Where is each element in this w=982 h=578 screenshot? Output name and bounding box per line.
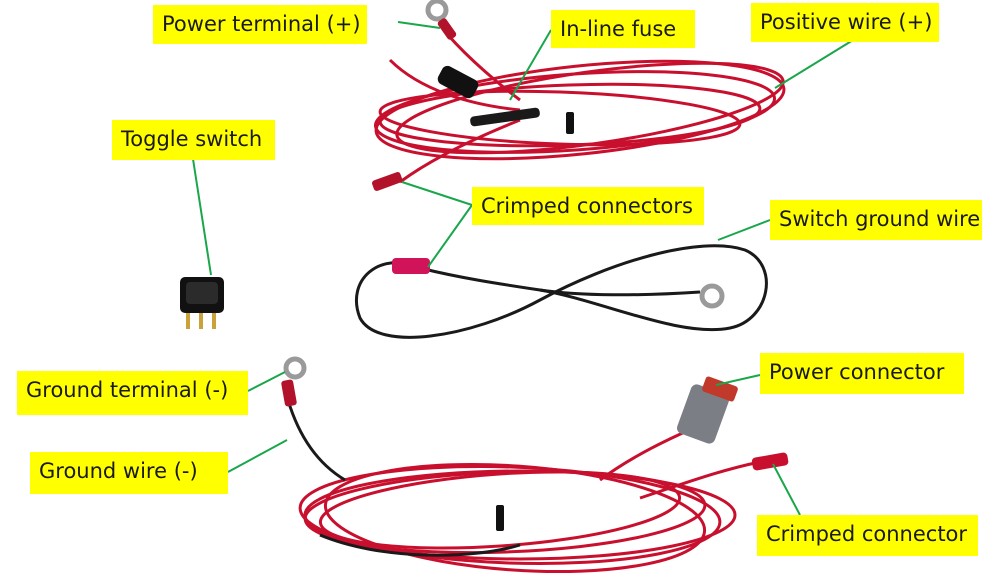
leader-switch-ground-wire (717, 219, 771, 241)
bottom-crimped-connector (751, 452, 789, 471)
ground-ring-terminal (281, 356, 307, 407)
label-crimped-connectors: Crimped connectors (472, 187, 704, 225)
top-crimped-connector (372, 172, 403, 191)
inline-fuse-holder (437, 65, 540, 127)
label-toggle-switch: Toggle switch (112, 120, 275, 160)
leader-ground-terminal (247, 371, 286, 392)
positive-wire-harness (373, 34, 786, 184)
label-inline-fuse: In-line fuse (551, 10, 695, 48)
leader-inline-fuse (509, 29, 552, 101)
leader-power-terminal (397, 21, 441, 29)
switch-ground-wire-loop (354, 244, 768, 339)
label-positive-wire: Positive wire (+) (751, 3, 939, 42)
label-ground-terminal: Ground terminal (-) (17, 371, 248, 415)
ground-wire-black (286, 399, 521, 557)
label-power-connector: Power connector (760, 353, 964, 394)
top-cable-tie (566, 112, 574, 134)
label-ground-wire: Ground wire (-) (30, 452, 228, 494)
leader-toggle-switch (192, 158, 212, 276)
switch-crimped-connector (392, 258, 430, 274)
bottom-cable-tie (496, 505, 504, 531)
power-connector-housing (677, 376, 738, 444)
leader-crimped-connectors-top (401, 181, 473, 206)
leader-ground-wire (227, 439, 288, 473)
label-crimped-connector: Crimped connector (757, 515, 978, 556)
label-switch-ground-wire: Switch ground wire (770, 200, 982, 240)
leader-crimped-connectors-switch (427, 204, 473, 268)
leader-positive-wire (774, 36, 859, 89)
leader-crimped-connector (772, 463, 801, 516)
leader-lines (192, 21, 859, 516)
label-power-terminal: Power terminal (+) (153, 5, 367, 44)
toggle-switch-device (180, 277, 224, 329)
bottom-wire-harness (298, 423, 761, 574)
leader-power-connector (715, 374, 761, 386)
switch-ring-terminal (699, 283, 725, 309)
power-ring-terminal (425, 0, 457, 40)
